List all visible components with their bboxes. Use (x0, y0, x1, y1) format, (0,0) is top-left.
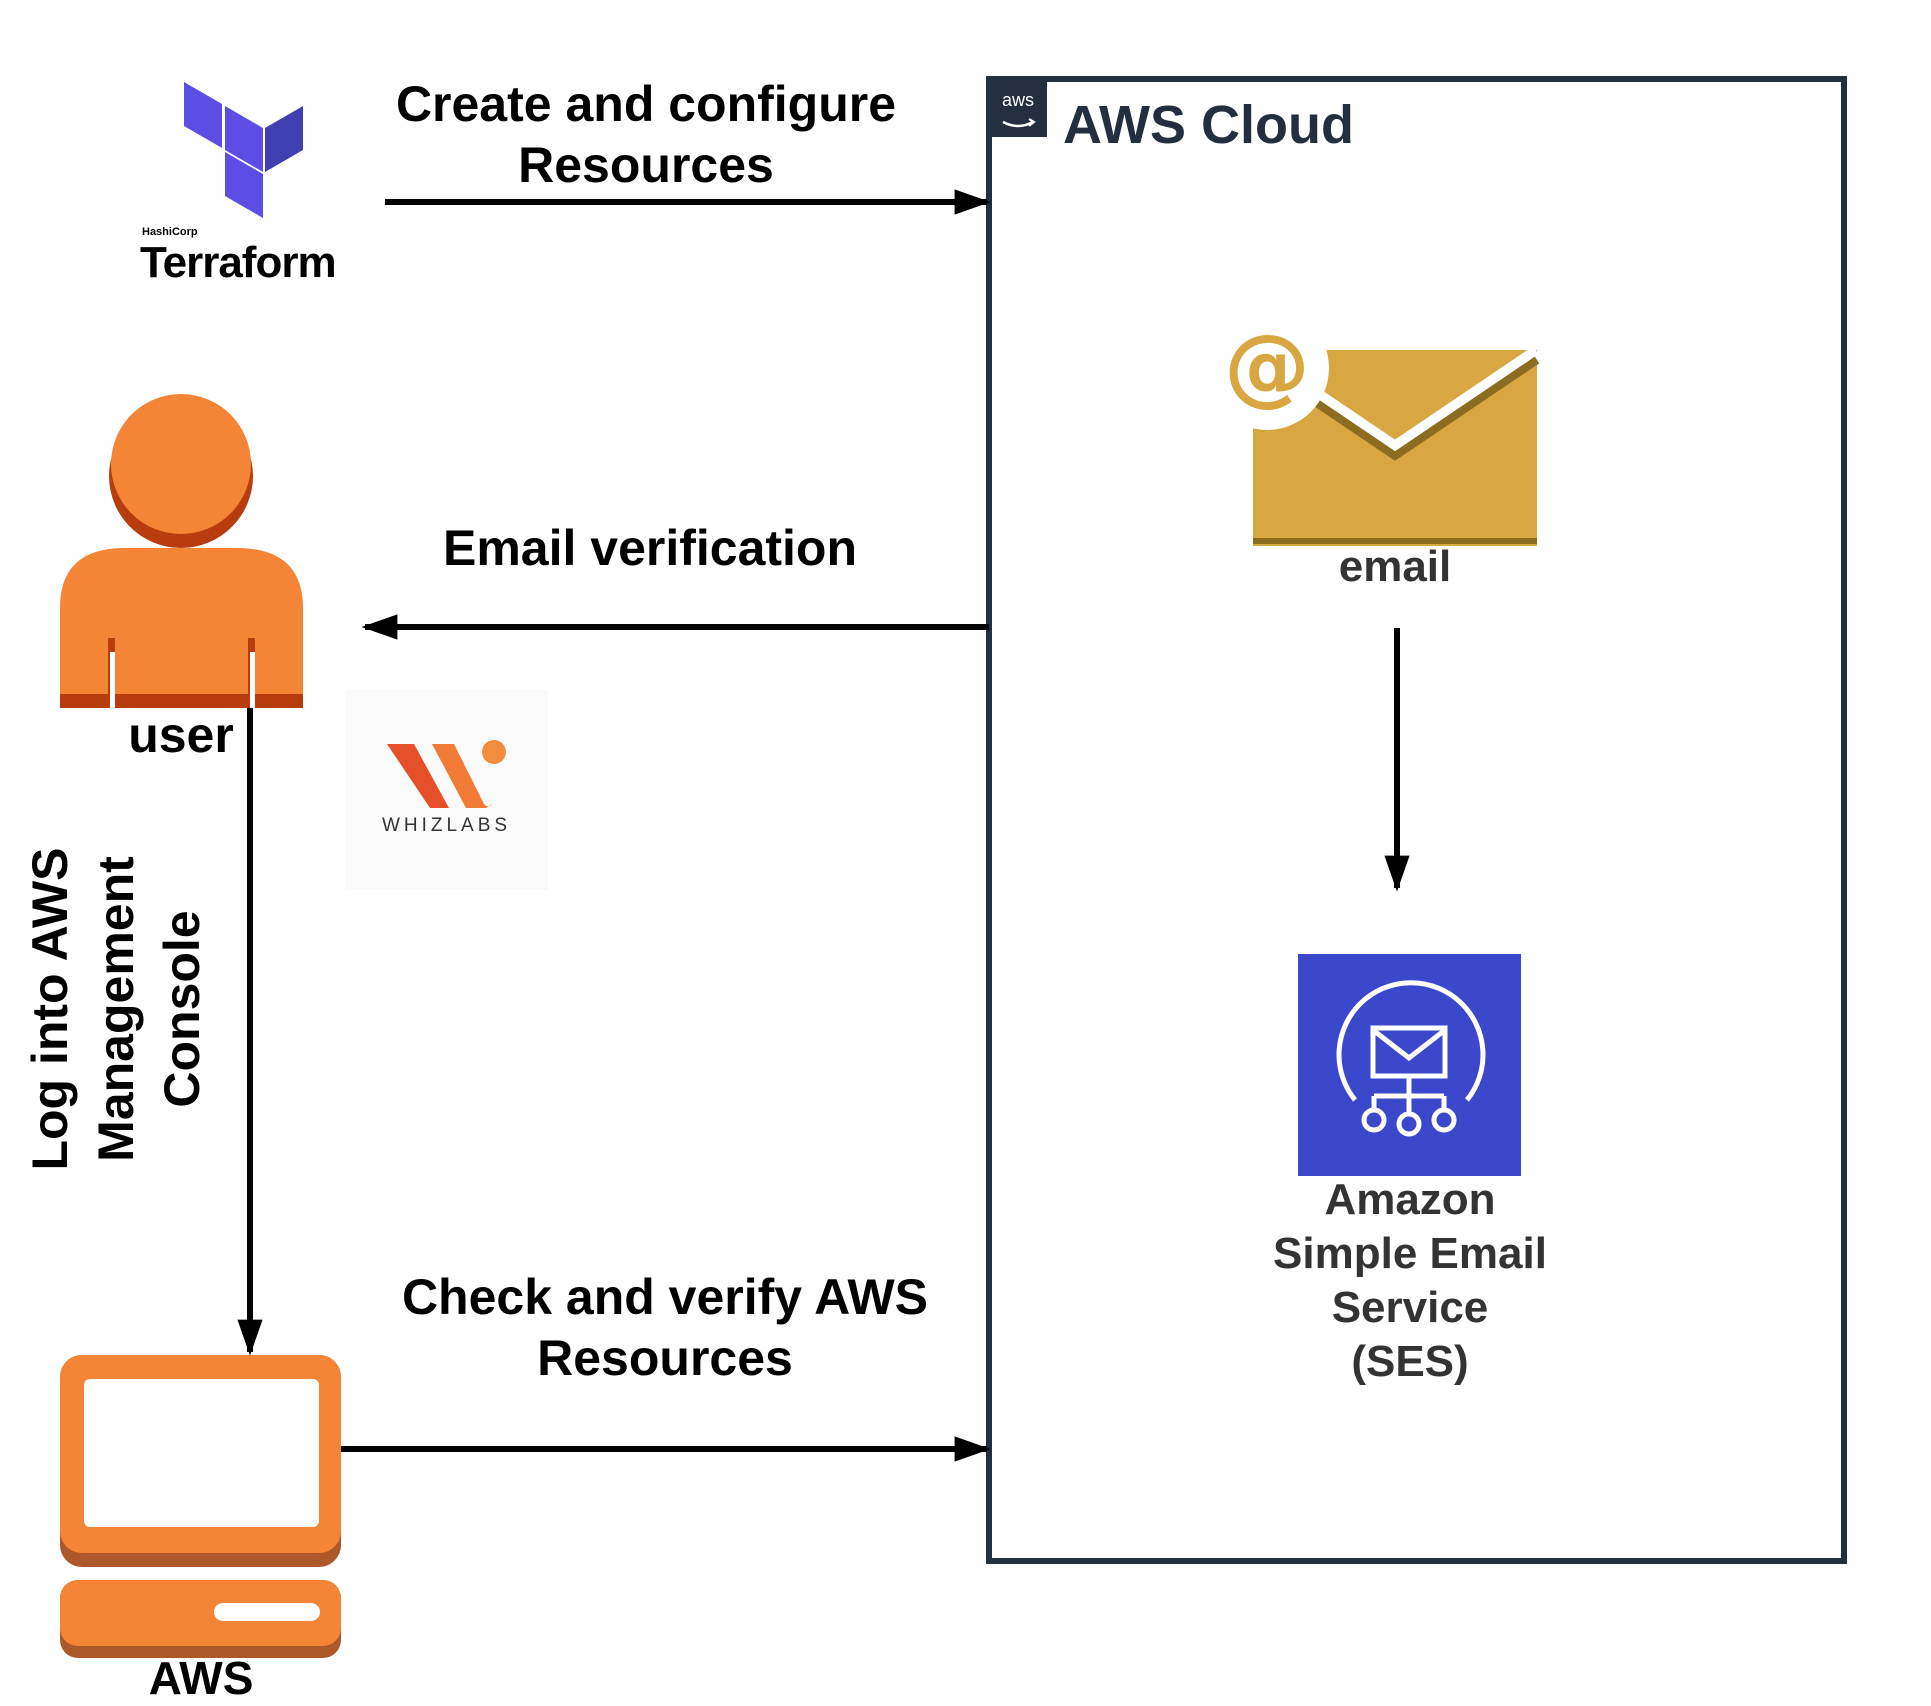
aws-logo-badge-icon (989, 79, 1047, 137)
label-check-verify: Check and verify AWS Resources (355, 1267, 975, 1389)
aws-cloud-group-border (986, 76, 1847, 1564)
label-login-console-line3: Console (154, 910, 210, 1108)
ses-label-line4: (SES) (1351, 1337, 1469, 1386)
label-check-verify-line2: Resources (537, 1330, 793, 1386)
label-login-console-line2: Management (88, 856, 144, 1162)
aws-badge-text: aws (1001, 90, 1034, 110)
label-login-console: Log into AWS Management Console (17, 759, 215, 1259)
ses-label-line3: Service (1331, 1283, 1489, 1332)
label-create-configure-line2: Resources (518, 137, 774, 193)
ses-label-line1: Amazon (1324, 1175, 1496, 1224)
label-check-verify-line1: Check and verify AWS (401, 1269, 929, 1325)
email-icon: @ (1205, 306, 1541, 546)
terraform-name: Terraform (140, 238, 337, 287)
terraform-vendor: HashiCorp (142, 226, 198, 238)
aws-cloud-title: AWS Cloud (1063, 95, 1354, 155)
ses-label: Amazon Simple Email Service (SES) (1240, 1173, 1580, 1389)
computer-icon (60, 1355, 341, 1658)
terraform-logo-icon (184, 82, 303, 218)
whizlabs-logo-icon (345, 690, 548, 890)
whizlabs-wordmark: WHIZLABS (381, 815, 512, 836)
label-create-configure: Create and configure Resources (340, 74, 952, 196)
user-icon (60, 394, 303, 708)
email-label: email (1338, 542, 1452, 591)
user-label: user (128, 707, 234, 763)
label-email-verification: Email verification (442, 520, 858, 576)
label-create-configure-line1: Create and configure (395, 76, 897, 132)
aws-computer-label: AWS (148, 1652, 254, 1704)
ses-label-line2: Simple Email (1273, 1229, 1547, 1278)
label-login-console-line1: Log into AWS (22, 847, 78, 1171)
svg-text:@: @ (1224, 316, 1310, 416)
ses-icon (1298, 954, 1521, 1176)
